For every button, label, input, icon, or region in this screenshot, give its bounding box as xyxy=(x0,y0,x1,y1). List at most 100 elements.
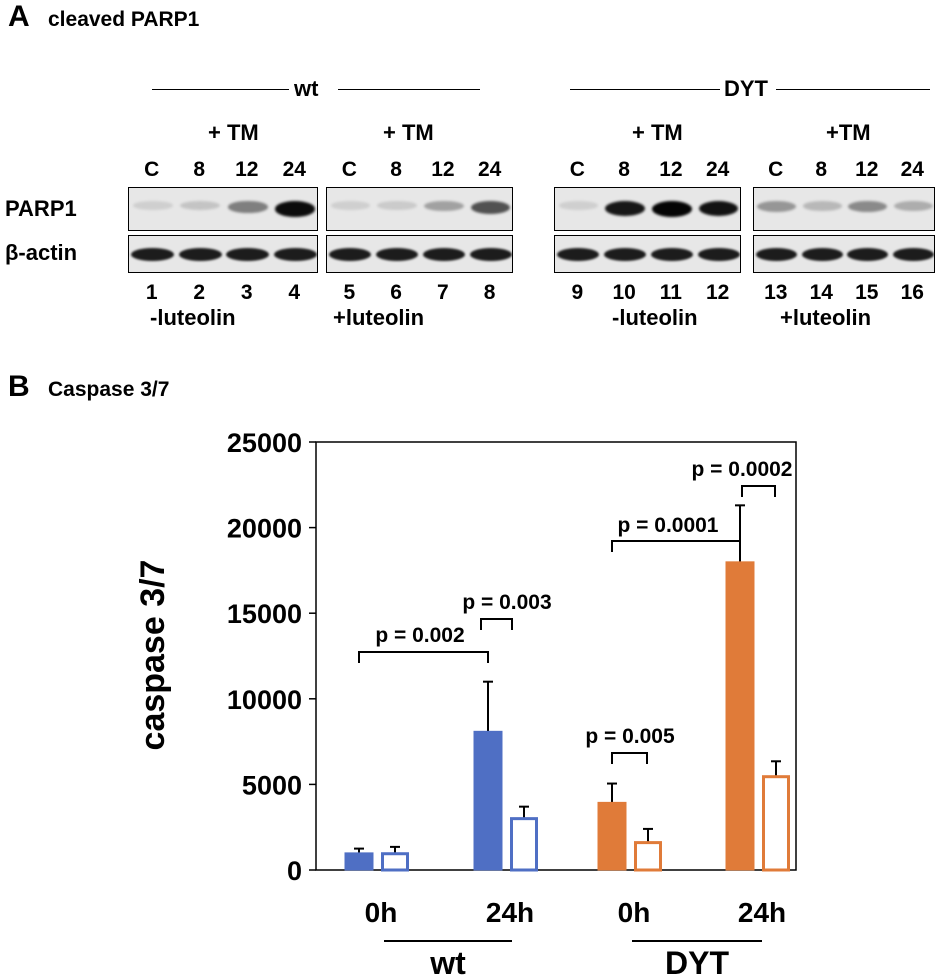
lane-condition-label: 12 xyxy=(855,158,879,181)
p-value-label: p = 0.005 xyxy=(585,725,675,748)
wt-header-line-right xyxy=(338,89,480,90)
lane-number: 12 xyxy=(705,281,730,304)
p-value-label: p = 0.002 xyxy=(375,624,464,647)
lane-condition-label: 12 xyxy=(659,158,683,181)
tm-label-2: + TM xyxy=(383,120,434,145)
wt-group-label: wt xyxy=(429,945,466,978)
significance-bracket xyxy=(358,651,489,663)
actin-band xyxy=(697,248,740,261)
lane-number: 6 xyxy=(390,281,402,304)
actin-row-label: β-actin xyxy=(5,240,78,265)
actin-blot-3 xyxy=(554,235,741,273)
lane-condition-label: 8 xyxy=(815,158,828,181)
actin-band xyxy=(178,248,222,261)
y-tick-label: 25000 xyxy=(227,428,302,458)
lane-number: 8 xyxy=(483,281,496,304)
parp1-band xyxy=(180,201,221,211)
lane-number: 15 xyxy=(855,281,879,304)
x-category-label: 24h xyxy=(486,897,534,928)
significance-bracket xyxy=(611,752,648,764)
wt-header-line-left xyxy=(152,89,289,90)
dyt-group-label: DYT xyxy=(665,945,729,978)
y-tick-label: 0 xyxy=(287,856,302,886)
lane-number: 16 xyxy=(900,281,924,304)
lane-number: 7 xyxy=(437,281,449,304)
parp1-band xyxy=(275,201,316,217)
p-value-label: p = 0.0001 xyxy=(618,514,719,537)
panel-a-title: cleaved PARP1 xyxy=(48,8,200,31)
lane-condition-label: C xyxy=(341,158,357,181)
actin-blot-2 xyxy=(326,235,513,273)
lane-condition-label: 24 xyxy=(477,158,502,181)
parp1-blot-3 xyxy=(554,187,741,231)
significance-bracket xyxy=(611,540,741,552)
parp1-band xyxy=(227,201,268,213)
parp1-band xyxy=(893,201,933,211)
actin-band xyxy=(892,248,934,261)
lane-condition-label: C xyxy=(569,158,585,181)
parp1-band xyxy=(698,201,739,217)
actin-band xyxy=(801,248,843,261)
tm-label-3: + TM xyxy=(632,120,683,145)
lane-number: 10 xyxy=(612,281,636,304)
luteolin-label-1: -luteolin xyxy=(150,305,236,330)
parp1-blot-4 xyxy=(753,187,935,231)
luteolin-label-4: +luteolin xyxy=(780,305,872,330)
lane-number: 3 xyxy=(240,281,253,304)
y-axis-label: caspase 3/7 xyxy=(134,560,172,751)
x-category-label: 24h xyxy=(738,897,786,928)
panel-a-letter: A xyxy=(8,0,30,33)
y-tick-label: 5000 xyxy=(242,770,302,800)
parp1-row-label: PARP1 xyxy=(5,196,77,221)
luteolin-label-3: -luteolin xyxy=(612,305,698,330)
panel-b-title: Caspase 3/7 xyxy=(48,378,170,401)
parp1-blot-1 xyxy=(128,187,318,231)
lane-condition-label: 24 xyxy=(900,158,924,181)
wt-group-label: wt xyxy=(294,76,319,101)
actin-band xyxy=(604,248,647,261)
lane-number: 2 xyxy=(193,281,206,304)
actin-blot-1 xyxy=(128,235,318,273)
lane-number: 4 xyxy=(288,281,301,304)
lane-number: 5 xyxy=(343,281,356,304)
bar xyxy=(634,841,662,872)
bar xyxy=(381,852,409,872)
parp1-band xyxy=(424,201,464,212)
lane-number: 1 xyxy=(145,281,158,304)
actin-band xyxy=(847,248,889,261)
lane-number: 11 xyxy=(659,281,682,304)
p-value-label: p = 0.003 xyxy=(462,591,551,614)
parp1-band xyxy=(132,201,173,210)
parp1-band xyxy=(470,201,511,215)
lane-condition-label: 8 xyxy=(390,158,402,181)
actin-band xyxy=(650,248,693,261)
lane-condition-label: 24 xyxy=(282,158,306,181)
parp1-band xyxy=(652,201,692,217)
bar xyxy=(344,852,374,871)
actin-band xyxy=(469,248,512,261)
actin-blot-4 xyxy=(753,235,935,273)
parp1-band xyxy=(330,201,371,210)
actin-band xyxy=(557,248,600,261)
parp1-band xyxy=(848,201,888,213)
parp1-blot-2 xyxy=(326,187,513,231)
significance-bracket xyxy=(480,618,513,630)
lane-number: 13 xyxy=(764,281,788,304)
luteolin-label-2: +luteolin xyxy=(333,305,425,330)
tm-label-1: + TM xyxy=(208,120,259,145)
actin-band xyxy=(376,248,419,261)
parp1-band xyxy=(757,201,797,212)
actin-band xyxy=(131,248,175,261)
dyt-header-line-right xyxy=(776,89,930,90)
p-value-label: p = 0.0002 xyxy=(692,458,793,481)
bar xyxy=(597,801,627,871)
bar xyxy=(473,730,503,871)
lane-number: 14 xyxy=(809,281,833,304)
bar xyxy=(510,817,538,872)
x-category-label: 0h xyxy=(618,897,651,928)
bar xyxy=(762,775,790,872)
lane-condition-label: 24 xyxy=(705,158,730,181)
bar xyxy=(725,561,755,871)
lane-condition-label: 12 xyxy=(235,158,259,181)
